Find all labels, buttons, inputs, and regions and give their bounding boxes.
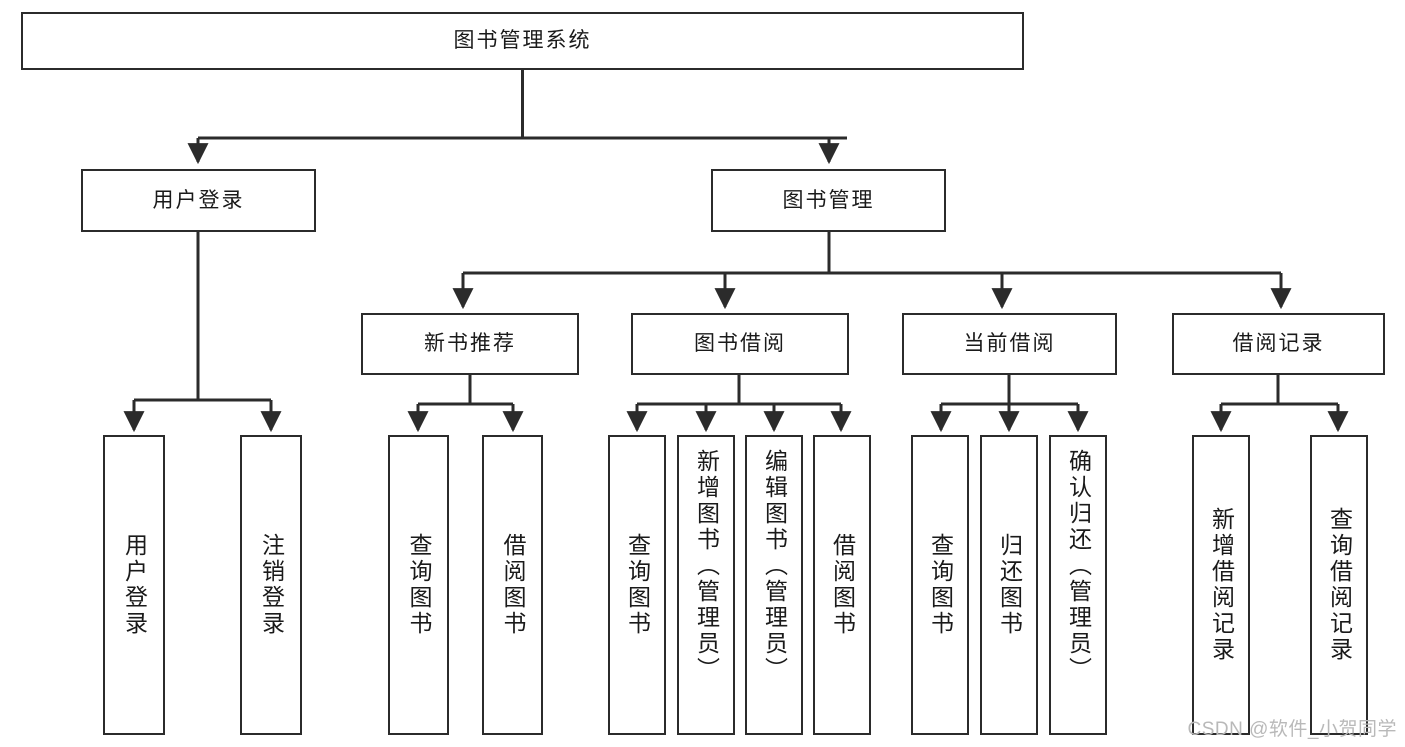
leaf-current-borrow-confirm-return[interactable]: 确认归还（管理员） — [1049, 435, 1107, 735]
node-label: 借阅图书 — [500, 533, 526, 637]
node-label: 归还图书 — [996, 533, 1023, 637]
leaf-user-login-signin[interactable]: 用户登录 — [103, 435, 165, 735]
node-book-management[interactable]: 图书管理 — [711, 169, 946, 232]
node-label: 注销登录 — [258, 533, 285, 637]
node-label: 新增图书（管理员） — [693, 449, 720, 683]
node-user-login[interactable]: 用户登录 — [81, 169, 316, 232]
node-label: 查询图书 — [406, 533, 432, 637]
node-label: 图书管理 — [782, 188, 875, 212]
leaf-book-borrow-add[interactable]: 新增图书（管理员） — [677, 435, 735, 735]
node-root-system[interactable]: 图书管理系统 — [21, 12, 1024, 70]
leaf-book-borrow-edit[interactable]: 编辑图书（管理员） — [745, 435, 803, 735]
node-label: 查询借阅记录 — [1326, 507, 1353, 663]
node-label: 用户登录 — [121, 533, 148, 637]
node-label: 查询图书 — [624, 533, 651, 637]
node-label: 编辑图书（管理员） — [761, 449, 788, 683]
node-label: 新书推荐 — [424, 332, 516, 356]
node-borrow-record[interactable]: 借阅记录 — [1172, 313, 1385, 375]
node-current-borrow[interactable]: 当前借阅 — [902, 313, 1117, 375]
node-label: 借阅图书 — [829, 533, 856, 637]
node-new-book-recommend[interactable]: 新书推荐 — [361, 313, 579, 375]
leaf-new-book-query[interactable]: 查询图书 — [388, 435, 449, 735]
leaf-current-borrow-query[interactable]: 查询图书 — [911, 435, 969, 735]
node-label: 图书借阅 — [694, 332, 786, 356]
node-label: 用户登录 — [152, 188, 245, 212]
node-label: 当前借阅 — [963, 332, 1056, 356]
node-label: 图书管理系统 — [453, 29, 592, 53]
leaf-book-borrow-query[interactable]: 查询图书 — [608, 435, 666, 735]
leaf-borrow-record-query[interactable]: 查询借阅记录 — [1310, 435, 1368, 735]
node-label: 确认归还（管理员） — [1065, 449, 1092, 683]
watermark: CSDN @软件_小贺同学 — [1187, 719, 1397, 740]
leaf-book-borrow-borrow[interactable]: 借阅图书 — [813, 435, 871, 735]
node-label: 查询图书 — [927, 533, 954, 637]
leaf-new-book-borrow[interactable]: 借阅图书 — [482, 435, 543, 735]
leaf-user-login-signout[interactable]: 注销登录 — [240, 435, 302, 735]
leaf-current-borrow-return[interactable]: 归还图书 — [980, 435, 1038, 735]
leaf-borrow-record-add[interactable]: 新增借阅记录 — [1192, 435, 1250, 735]
node-label: 新增借阅记录 — [1208, 507, 1235, 663]
node-book-borrow[interactable]: 图书借阅 — [631, 313, 849, 375]
node-label: 借阅记录 — [1232, 332, 1325, 356]
